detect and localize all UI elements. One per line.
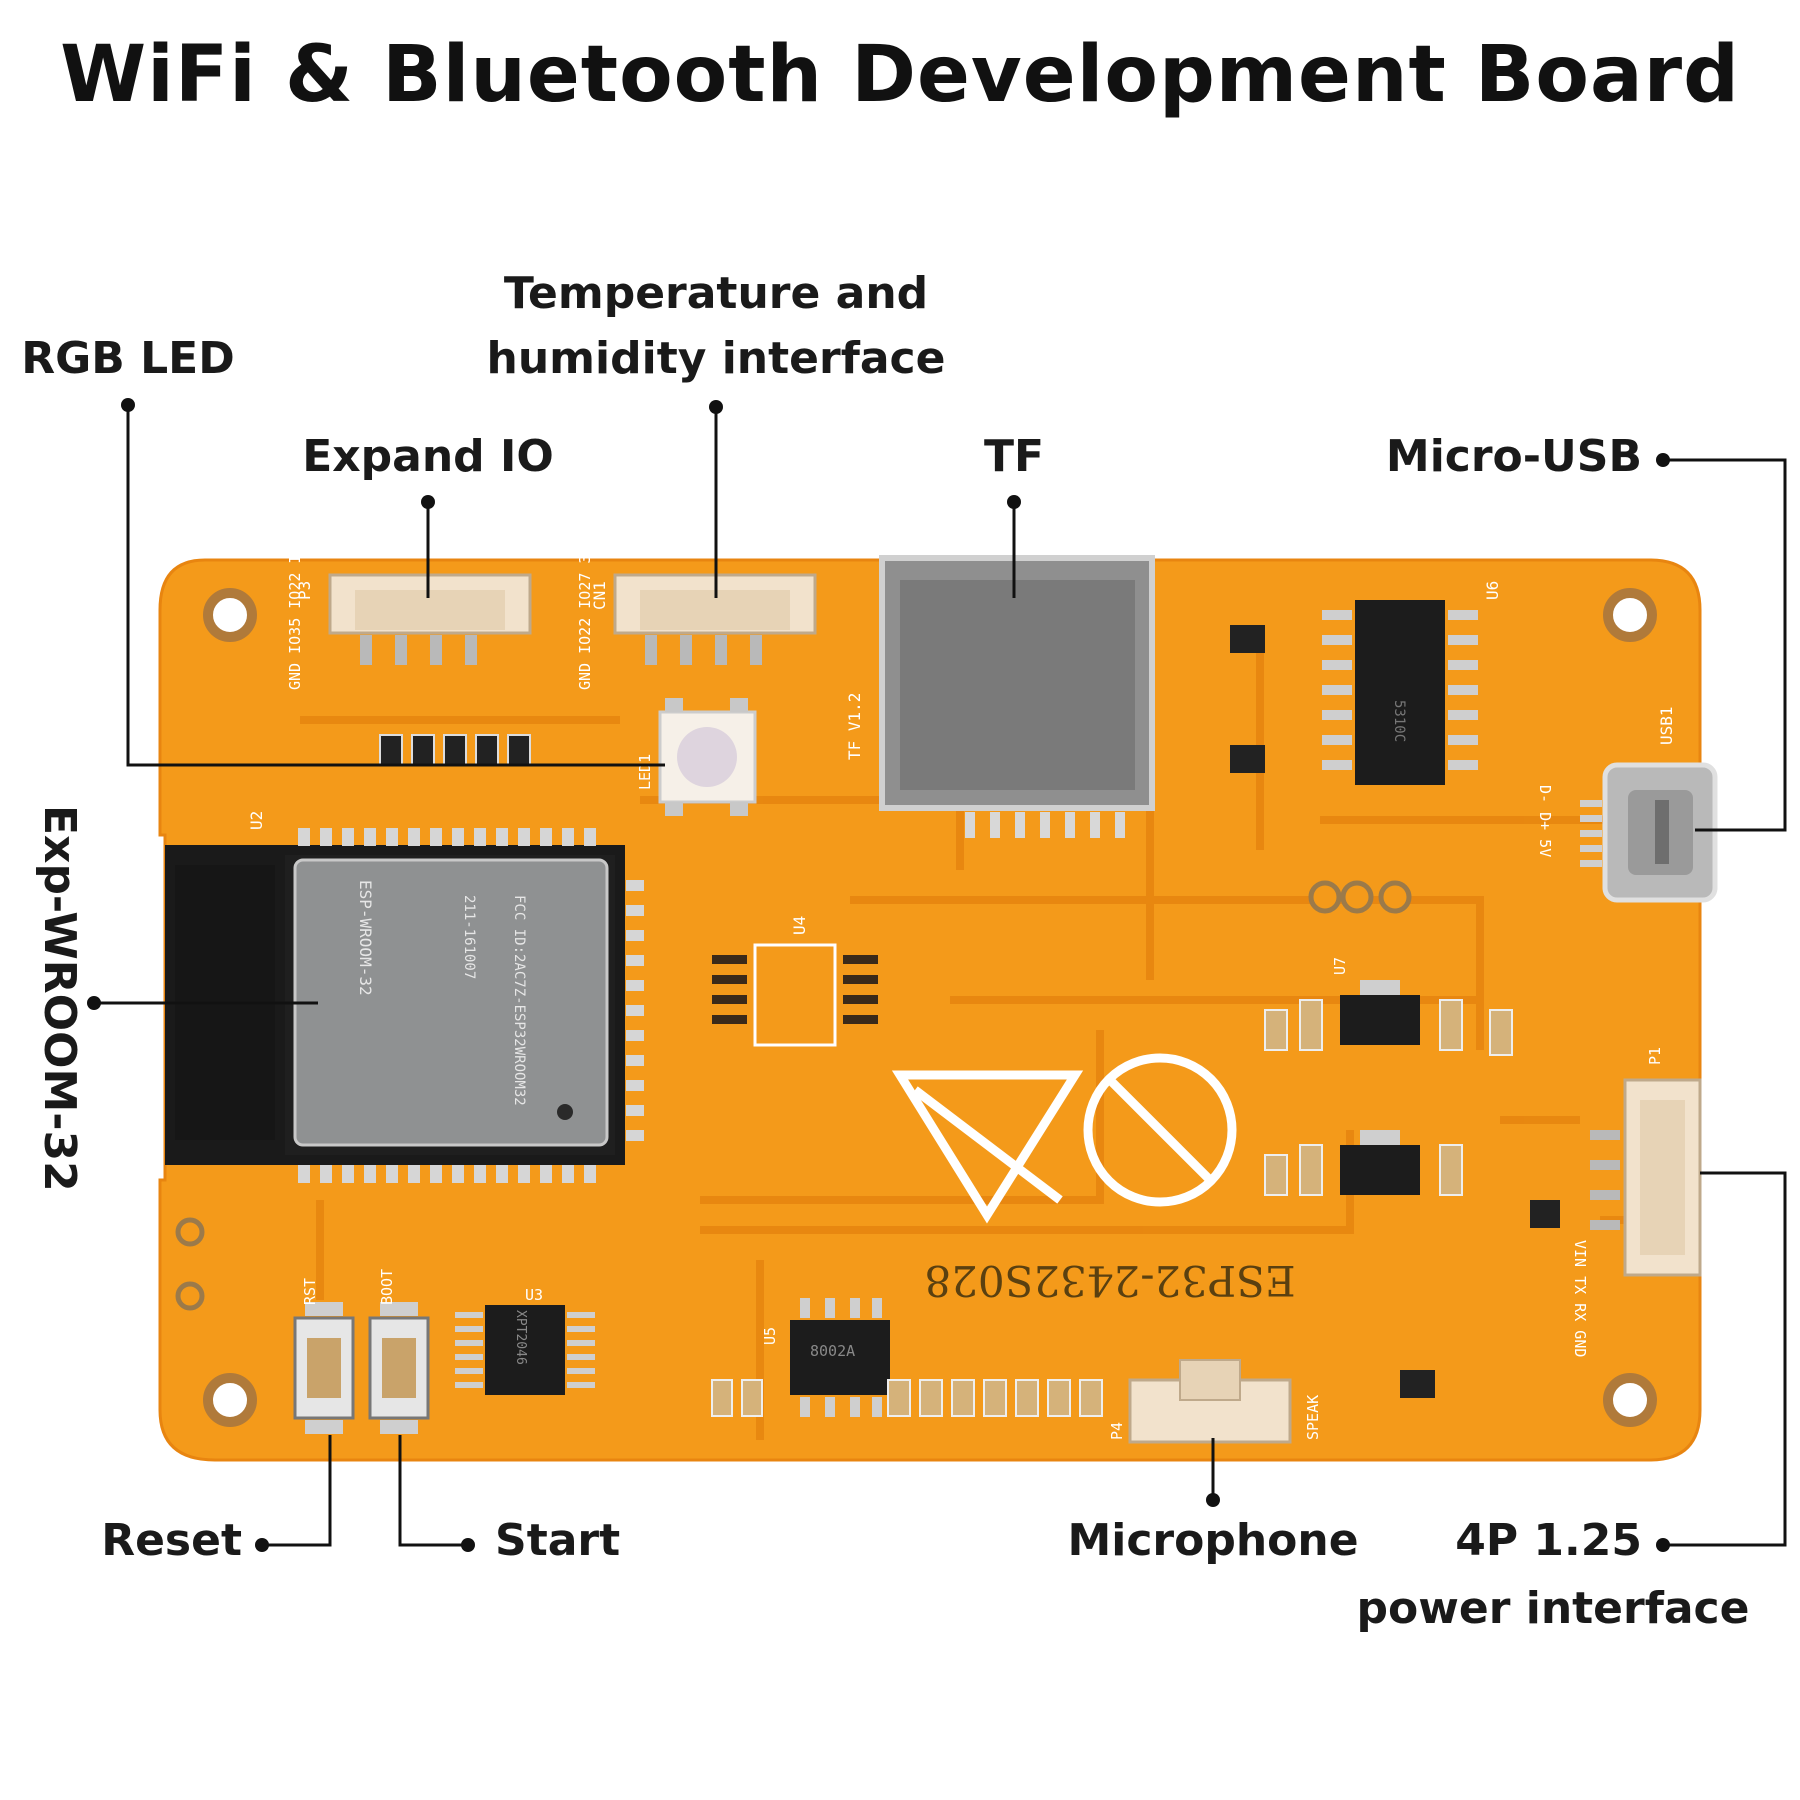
esp-wroom-32-module: ESP-WROOM-32 211-161007 FCC ID:2AC7Z-ESP… [165,811,644,1183]
callout-lines [94,405,1787,1547]
test-pads [175,880,1412,1311]
silk-pins-cn1: GND IO22 IO27 3.3V [576,527,594,690]
label-rgb-led: RGB LED [21,333,235,384]
silk-boot: BOOT [378,1269,396,1305]
lead-free-logo [1083,1053,1237,1207]
speaker-connector: P4 SPEAK [1108,1359,1322,1444]
label-power-1: 4P 1.25 [1455,1515,1642,1566]
leader-micro-usb [1663,458,1787,832]
silk-p4: P4 [1108,1422,1126,1440]
power-connector: P1 VIN TX RX GND [1571,1047,1702,1357]
rgb-led-component: LED1 [636,698,757,816]
voltage-regulators: U7 [1264,957,1513,1196]
label-temp-humidity-2: humidity interface [486,333,946,384]
leader-rgb-led [126,405,665,767]
silk-u2: U2 [247,811,266,830]
reset-button[interactable]: RST [293,1278,355,1434]
silk-pins-p3: GND IO35 IO22 IO21 [286,527,304,690]
silk-p1: P1 [1646,1047,1664,1065]
silk-p3: P3 [295,581,314,600]
module-text-2: 211-161007 [461,895,477,979]
silk-speak: SPEAK [1304,1395,1322,1440]
silk-u4: U4 [790,916,809,935]
mounting-holes [203,588,1657,1427]
board-model-text: ESP32-2432S028 [924,1256,1295,1305]
leader-reset [262,1435,332,1547]
label-expand-io: Expand IO [302,431,554,482]
silk-reg-chip: 5310C [1391,700,1407,742]
expand-io-connector: P3 GND IO35 IO22 IO21 [286,527,532,690]
passive-row [711,1379,1103,1417]
diagram-title: WiFi & Bluetooth Development Board [60,30,1740,120]
no-hand-logo [891,1070,1084,1224]
amplifier-chip: 8002A U5 [761,1298,890,1417]
pcb-board [158,558,1702,1462]
label-wroom: Exp-WROOM-32 [34,805,85,1192]
leader-start [398,1435,468,1547]
silk-led1: LED1 [636,754,654,790]
silk-xpt: XPT2046 [513,1310,528,1365]
usb-serial-chip: 5310C U6 [1322,581,1502,785]
silk-u7: U7 [1331,957,1349,975]
label-power-2: power interface [1356,1583,1750,1634]
leader-power [1663,1171,1787,1547]
label-micro-usb: Micro-USB [1385,431,1642,482]
label-microphone: Microphone [1067,1515,1359,1566]
module-text-3: FCC ID:2AC7Z-ESP32WROOM32 [511,895,527,1106]
resistor-array [379,734,531,766]
module-text-1: ESP-WROOM-32 [356,880,375,996]
touch-controller-chip: XPT2046 U3 [455,1286,595,1395]
label-reset: Reset [101,1515,242,1566]
silk-usb1: USB1 [1657,706,1676,745]
silk-cn1: CN1 [590,581,609,610]
transistors [1230,625,1560,1398]
silk-u3: U3 [525,1286,543,1304]
silk-rst: RST [301,1278,319,1305]
label-start: Start [495,1515,621,1566]
boot-button[interactable]: BOOT [368,1269,430,1434]
tf-card-slot: TF V1.2 [845,555,1155,838]
silk-pins-p1: VIN TX RX GND [1571,1240,1589,1357]
silk-u6: U6 [1483,581,1502,600]
silk-pins-usb: D- D+ 5V [1536,785,1554,857]
u4-footprint: U4 [712,916,878,1047]
silk-tf-version: TF V1.2 [845,693,864,760]
callout-dots [87,398,1670,1552]
micro-usb-port: USB1 D- D+ 5V [1536,706,1718,903]
label-tf: TF [983,431,1045,482]
silk-amp: 8002A [810,1342,855,1360]
silk-u5: U5 [761,1327,779,1345]
label-temp-humidity-1: Temperature and [503,268,929,319]
